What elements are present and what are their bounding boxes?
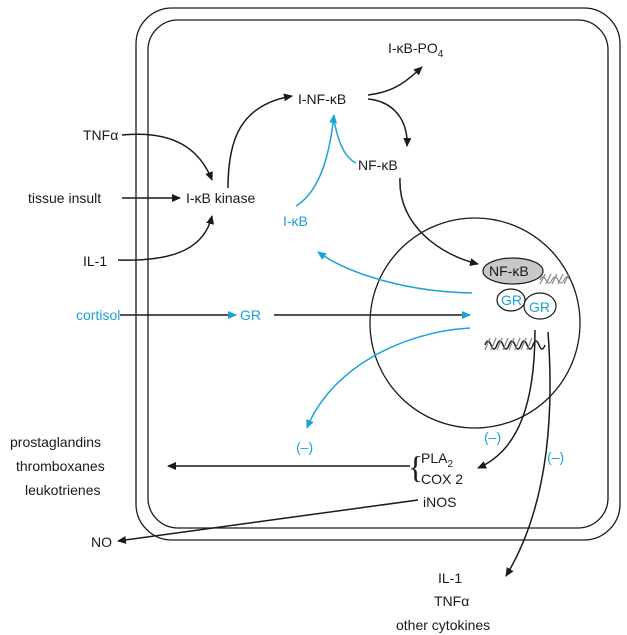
inhibition-marker-3: (–) <box>547 449 564 465</box>
leukotrienes-label: leukotrienes <box>25 482 101 498</box>
nf-kb-nucleus-ellipse <box>482 257 544 285</box>
gr-bound-ellipse-1 <box>496 288 526 312</box>
arrow-inf-kb-to-po4 <box>367 66 423 96</box>
gr-bound-label-2: GR <box>529 299 550 315</box>
arrow-il1-to-kinase <box>117 215 215 261</box>
inhibition-marker-2: (–) <box>484 429 501 445</box>
inhibition-marker-1: (–) <box>296 439 313 455</box>
enzymes-brace: { <box>408 449 423 485</box>
arrow-nf-kb-to-i-kb-return <box>333 119 357 164</box>
nucleus <box>369 217 581 429</box>
arrow-nucleus-to-i-kb <box>317 251 473 294</box>
arrow-tnfa-to-kinase <box>121 133 213 181</box>
tissue-insult-label: tissue insult <box>28 190 101 206</box>
il1-output-label: IL-1 <box>438 570 462 586</box>
arrow-kinase-to-inf-kb <box>227 93 293 189</box>
cell-outer-membrane <box>135 7 621 541</box>
arrow-nucleus-to-inhibition <box>306 327 471 429</box>
arrow-inos-to-no <box>117 499 419 544</box>
arrow-nucleus-to-enzymes <box>477 329 536 469</box>
cortisol-label: cortisol <box>76 307 120 323</box>
other-cytokines-label: other cytokines <box>396 617 490 633</box>
i-kb-po4-label: I-κB-PO4 <box>388 40 444 60</box>
i-nf-kb-label: I-NF-κB <box>298 91 346 107</box>
inos-label: iNOS <box>423 494 456 510</box>
dna-helix-strand <box>484 337 533 351</box>
tnfa-input-label: TNFα <box>83 127 118 143</box>
i-kb-kinase-label: I-κB kinase <box>186 190 255 206</box>
pla2-label: PLA2 <box>421 450 453 470</box>
thromboxanes-label: thromboxanes <box>16 458 105 474</box>
cell-inner-membrane <box>147 19 609 529</box>
arrow-inf-kb-to-nf-kb <box>367 98 412 147</box>
dna-helix-upper-strand <box>539 273 570 285</box>
arrow-i-kb-to-inf-kb <box>295 114 338 207</box>
cox2-label: COX 2 <box>421 471 463 487</box>
prostaglandins-label: prostaglandins <box>10 434 101 450</box>
il1-input-label: IL-1 <box>83 253 107 269</box>
tnfa-output-label: TNFα <box>434 593 469 609</box>
gr-bound-ellipse-2 <box>523 292 557 320</box>
nf-kb-nucleus-label: NF-κB <box>489 263 529 279</box>
gr-bound-label-1: GR <box>501 292 522 308</box>
no-label: NO <box>91 534 112 550</box>
nf-kb-label: NF-κB <box>358 157 398 173</box>
arrow-nucleus-to-cytokines <box>505 331 551 577</box>
gr-label: GR <box>240 307 261 323</box>
i-kb-label: I-κB <box>283 213 308 229</box>
arrow-nf-kb-to-nucleus <box>399 177 479 267</box>
